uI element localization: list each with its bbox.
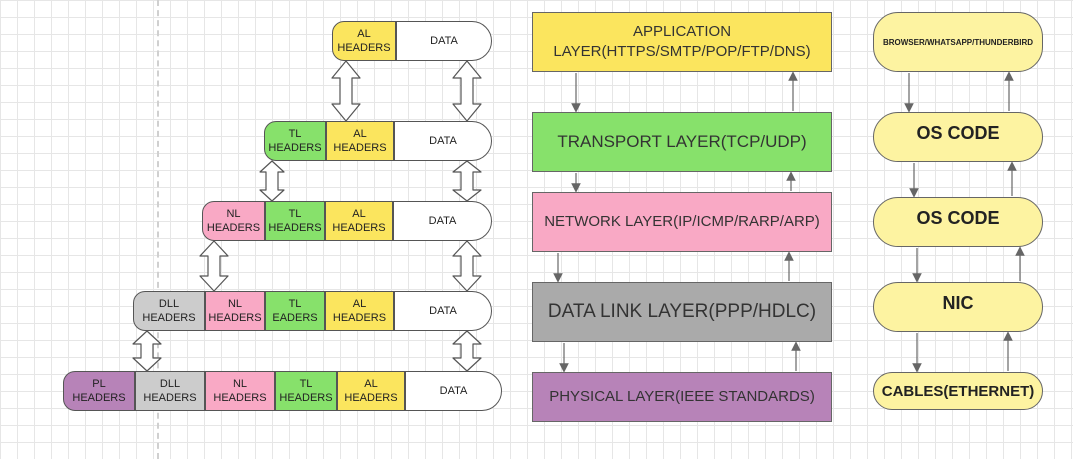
data-link-layer-box: DATA LINK LAYER(PPP/HDLC) xyxy=(532,282,832,342)
nic-pill: NIC xyxy=(873,282,1043,332)
al-header-segment: AL HEADERS xyxy=(337,371,405,411)
tl-header-segment: TL EADERS xyxy=(265,291,325,331)
double-arrow-icon xyxy=(199,240,229,292)
data-segment: DATA xyxy=(394,121,492,161)
dll-header-segment: DLL HEADERS xyxy=(133,291,205,331)
double-arrow-icon xyxy=(452,330,482,372)
data-segment: DATA xyxy=(396,21,492,61)
os-code-pill: OS CODE xyxy=(873,197,1043,247)
application-layer-box: APPLICATION LAYER(HTTPS/SMTP/POP/FTP/DNS… xyxy=(532,12,832,72)
double-arrow-icon xyxy=(331,60,361,122)
double-arrow-icon xyxy=(259,160,285,202)
tl-header-segment: TL HEADERS xyxy=(275,371,337,411)
os-code-pill: OS CODE xyxy=(873,112,1043,162)
browser-apps-pill: BROWSER/WHATSAPP/THUNDERBIRD xyxy=(873,12,1043,72)
physical-layer-box: PHYSICAL LAYER(IEEE STANDARDS) xyxy=(532,372,832,422)
al-header-segment: AL HEADERS xyxy=(325,291,394,331)
nl-header-segment: NL HEADERS xyxy=(205,371,275,411)
transport-layer-box: TRANSPORT LAYER(TCP/UDP) xyxy=(532,112,832,172)
double-arrow-icon xyxy=(452,160,482,202)
dll-header-segment: DLL HEADERS xyxy=(135,371,205,411)
nl-header-segment: NL HEADERS xyxy=(205,291,265,331)
divider-line xyxy=(157,0,159,459)
tl-header-segment: TL HEADERS xyxy=(265,201,325,241)
al-header-segment: AL HEADERS xyxy=(326,121,394,161)
tl-header-segment: TL HEADERS xyxy=(264,121,326,161)
data-segment: DATA xyxy=(393,201,492,241)
pl-header-segment: PL HEADERS xyxy=(63,371,135,411)
double-arrow-icon xyxy=(452,240,482,292)
nl-header-segment: NL HEADERS xyxy=(202,201,265,241)
double-arrow-icon xyxy=(132,330,162,372)
double-arrow-icon xyxy=(452,60,482,122)
cables-pill: CABLES(ETHERNET) xyxy=(873,372,1043,410)
network-layer-box: NETWORK LAYER(IP/ICMP/RARP/ARP) xyxy=(532,192,832,252)
data-segment: DATA xyxy=(405,371,502,411)
data-segment: DATA xyxy=(394,291,492,331)
al-header-segment: AL HEADERS xyxy=(325,201,393,241)
al-header-segment: AL HEADERS xyxy=(332,21,396,61)
